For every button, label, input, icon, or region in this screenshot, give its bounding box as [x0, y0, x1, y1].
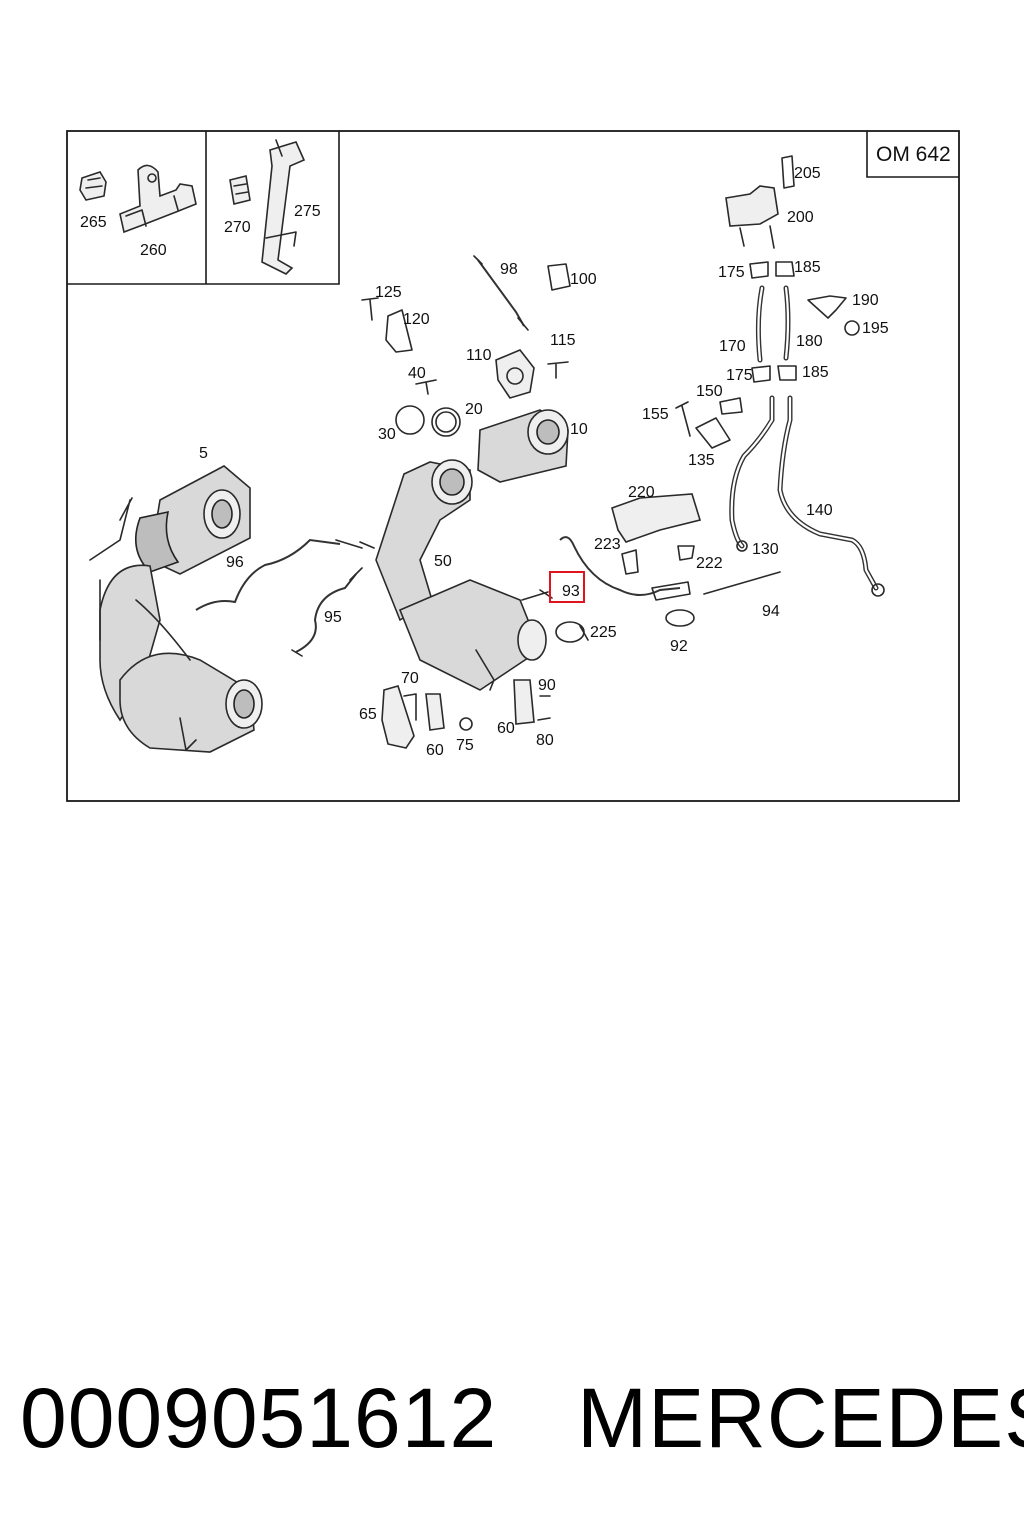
sensor-wire-95 [295, 573, 357, 653]
callout-155: 155 [642, 406, 669, 423]
callout-70: 70 [401, 670, 419, 687]
right-brackets [611, 493, 781, 627]
sensor-wire-98 [477, 259, 525, 327]
callout-98: 98 [500, 261, 518, 278]
bottom-brackets [381, 679, 551, 749]
sensor-96 [335, 539, 375, 549]
pressure-sensor-assembly [675, 155, 860, 449]
clamp-225 [555, 621, 585, 643]
pipe-140 [777, 395, 879, 591]
callout-170: 170 [719, 338, 746, 355]
center-catalyst-assembly [375, 349, 569, 691]
callout-10: 10 [570, 421, 588, 438]
callout-140: 140 [806, 502, 833, 519]
callout-185-upper: 185 [794, 259, 821, 276]
callout-100: 100 [570, 271, 597, 288]
callout-92: 92 [670, 638, 688, 655]
callout-125: 125 [375, 284, 402, 301]
callout-135: 135 [688, 452, 715, 469]
callout-110: 110 [466, 347, 492, 364]
callout-50: 50 [434, 553, 452, 570]
callout-185-lower: 185 [802, 364, 829, 381]
callout-265: 265 [80, 214, 107, 231]
sensor-wire-96 [195, 538, 341, 611]
callout-94: 94 [762, 603, 780, 620]
callout-5: 5 [199, 445, 208, 462]
callout-223: 223 [594, 536, 621, 553]
callout-20: 20 [465, 401, 483, 418]
callout-120: 120 [403, 311, 430, 328]
inset-frame [67, 131, 340, 285]
callout-90: 90 [538, 677, 556, 694]
engine-code: OM 642 [876, 143, 951, 166]
callout-130: 130 [752, 541, 779, 558]
clip-175-lower [751, 365, 771, 383]
callout-95: 95 [324, 609, 342, 626]
callout-195: 195 [862, 320, 889, 337]
footer-caption: 0009051612 MERCEDES [20, 1368, 1024, 1468]
callout-75: 75 [456, 737, 474, 754]
brand-name: MERCEDES [577, 1370, 1024, 1465]
small-hardware [361, 263, 571, 437]
callout-205: 205 [794, 165, 821, 182]
sensor-93 [521, 589, 553, 601]
callout-30: 30 [378, 426, 396, 443]
callout-175-upper: 175 [718, 264, 745, 281]
callout-260: 260 [140, 242, 167, 259]
callout-275: 275 [294, 203, 321, 220]
sensor-wire-93 [559, 536, 681, 596]
inset-parts-drawing [79, 139, 306, 275]
callout-175-lower: 175 [726, 367, 753, 384]
callout-180: 180 [796, 333, 823, 350]
callout-190: 190 [852, 292, 879, 309]
callout-60-left: 60 [426, 742, 444, 759]
callout-60-right: 60 [497, 720, 515, 737]
callout-200: 200 [787, 209, 814, 226]
callout-65: 65 [359, 706, 377, 723]
callout-93: 93 [562, 583, 580, 600]
clip-185-lower [777, 365, 797, 381]
highlight-box-93 [549, 571, 585, 603]
left-catalyst-assembly [89, 465, 263, 753]
callout-115: 115 [550, 332, 576, 349]
sensor-95 [291, 567, 363, 657]
engine-code-box [866, 131, 959, 178]
callout-40: 40 [408, 365, 426, 382]
part-number: 0009051612 [20, 1370, 498, 1465]
callout-270: 270 [224, 219, 251, 236]
callout-96: 96 [226, 554, 244, 571]
callout-220: 220 [628, 484, 655, 501]
callout-225: 225 [590, 624, 617, 641]
diagram-frame [66, 130, 960, 802]
callout-150: 150 [696, 383, 723, 400]
callout-80: 80 [536, 732, 554, 749]
sensor-98 [473, 255, 529, 331]
callout-222: 222 [696, 555, 723, 572]
